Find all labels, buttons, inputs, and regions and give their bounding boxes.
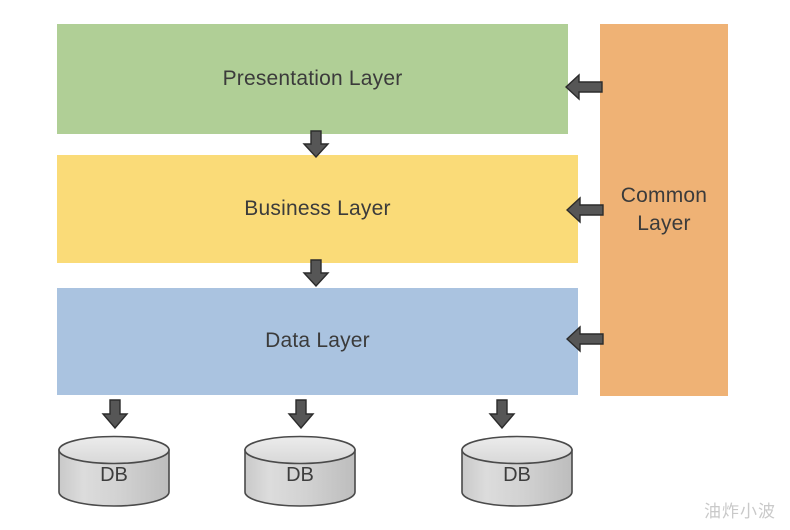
arrow-down-data-to-db-1 bbox=[101, 399, 129, 429]
arrow-left-common-to-business bbox=[566, 196, 604, 224]
arrow-left-common-to-data bbox=[566, 325, 604, 353]
database-cylinder[interactable]: DB bbox=[460, 435, 574, 507]
database-cylinder[interactable]: DB bbox=[243, 435, 357, 507]
database-cylinder[interactable]: DB bbox=[57, 435, 171, 507]
common-layer-label: Common Layer bbox=[621, 182, 707, 239]
business-layer-box[interactable]: Business Layer bbox=[57, 155, 578, 263]
data-layer-label: Data Layer bbox=[265, 329, 370, 353]
common-layer-box[interactable]: Common Layer bbox=[600, 24, 728, 396]
arrow-down-presentation-to-business bbox=[302, 130, 330, 158]
arrow-down-data-to-db-3 bbox=[488, 399, 516, 429]
watermark-text: 油炸小波 bbox=[704, 502, 776, 522]
presentation-layer-box[interactable]: Presentation Layer bbox=[57, 24, 568, 134]
presentation-layer-label: Presentation Layer bbox=[222, 66, 403, 90]
arrow-left-common-to-presentation bbox=[565, 73, 603, 101]
business-layer-label: Business Layer bbox=[244, 196, 391, 220]
data-layer-box[interactable]: Data Layer bbox=[57, 288, 578, 395]
common-layer-label-line1: Common bbox=[620, 183, 708, 207]
arrow-down-data-to-db-2 bbox=[287, 399, 315, 429]
common-layer-label-line2: Layer bbox=[637, 212, 691, 235]
arrow-down-business-to-data bbox=[302, 259, 330, 287]
